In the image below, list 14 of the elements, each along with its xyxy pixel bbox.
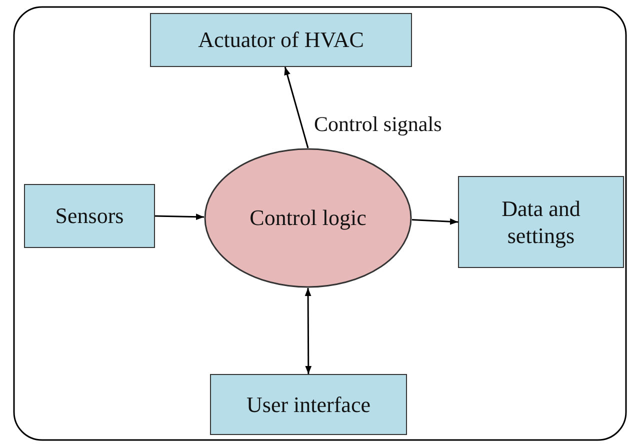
- arrow: [412, 218, 458, 225]
- node-label: Actuator of HVAC: [198, 26, 364, 54]
- process-box: [150, 13, 412, 67]
- node-label: Sensors: [55, 202, 124, 230]
- node-label: Control logic: [250, 204, 366, 232]
- node-label: User interface: [246, 390, 370, 418]
- process-box: [458, 176, 624, 268]
- process-box: [210, 374, 407, 435]
- process-box: [24, 184, 155, 248]
- arrow: [304, 288, 312, 374]
- node-label: Data and settings: [500, 194, 582, 250]
- arrow: [154, 214, 204, 220]
- arrow: [284, 66, 309, 148]
- process-ellipse: [204, 148, 412, 288]
